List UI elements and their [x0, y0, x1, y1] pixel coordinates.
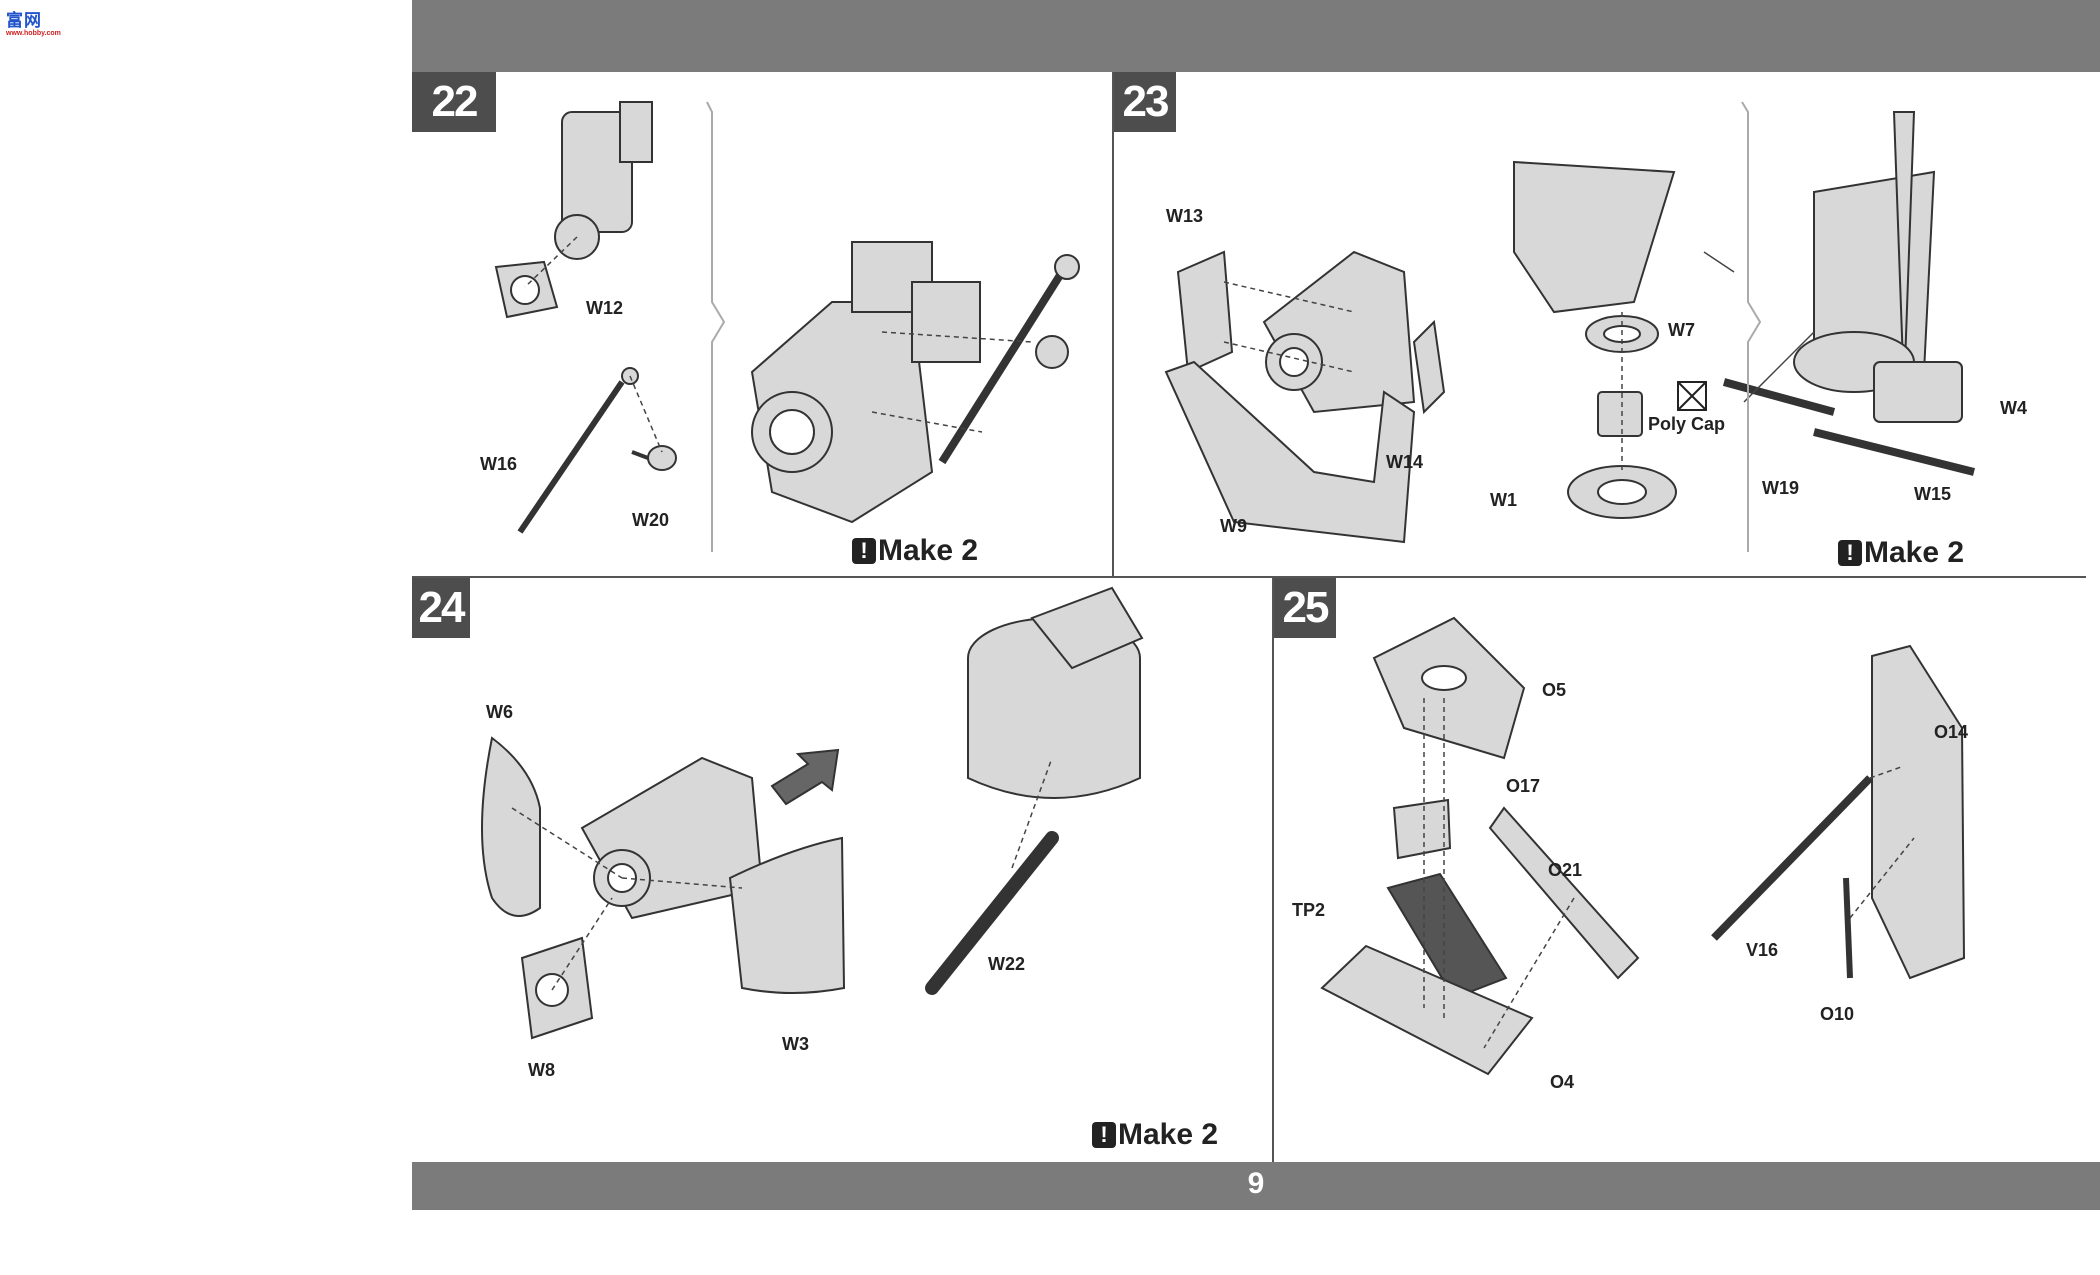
part-label-w15: W15 [1914, 484, 1952, 504]
make-note-text: Make 2 [878, 534, 979, 567]
step-24-panel: 24 W6 W8 W3 W22 !Make 2 [412, 578, 1272, 1162]
o14-plate [1871, 644, 1966, 980]
step-number-badge: 24 [412, 578, 470, 638]
breech-block [619, 101, 653, 163]
assembly-arrow [770, 748, 840, 806]
header-bar [412, 0, 2100, 72]
part-label-o10: O10 [1820, 1004, 1855, 1024]
part-label-w6: W6 [486, 702, 513, 722]
w3-shield [728, 836, 846, 994]
make-note: !Make 2 [1092, 1118, 1218, 1152]
sight-large [938, 269, 1066, 465]
w14-bracket [1412, 319, 1446, 415]
part-label-o14: O14 [1934, 722, 1969, 742]
step-number-badge: 22 [412, 72, 496, 132]
part-label-o21: O21 [1548, 860, 1583, 880]
part-label-v16: V16 [1746, 940, 1779, 960]
watermark-logo: 富网 www.hobby.com [6, 6, 72, 42]
watermark-text: 富网 [6, 11, 42, 30]
breech-side [911, 281, 981, 363]
part-label-tp2: TP2 [1292, 900, 1326, 920]
warning-icon: ! [1838, 540, 1862, 566]
w9-shield [1164, 360, 1416, 544]
part-label-w3: W3 [782, 1034, 809, 1054]
part-label-w7: W7 [1668, 320, 1695, 340]
make-note: !Make 2 [852, 534, 978, 568]
part-label-o4: O4 [1550, 1072, 1575, 1092]
w19-lever [1722, 378, 1836, 416]
poly-cap-icon [1677, 381, 1707, 411]
warning-icon: ! [852, 538, 876, 564]
cylinder-body [967, 658, 1141, 799]
step-22-illustration [494, 101, 1080, 552]
w6-shield [481, 736, 541, 917]
step-22-panel: 22 W12 W16 W20 !Make 2 [412, 72, 1112, 576]
step-24-illustration [481, 586, 1144, 1040]
make-note: !Make 2 [1838, 536, 1964, 570]
step-23-illustration [1164, 101, 1975, 552]
o4-plate [1320, 944, 1534, 1076]
divider [412, 576, 2086, 578]
part-label-o17: O17 [1506, 776, 1541, 796]
part-label-w14: W14 [1386, 452, 1424, 472]
step-number-badge: 25 [1274, 578, 1336, 638]
part-label-w4: W4 [2000, 398, 2027, 418]
center-assembly [1513, 160, 1676, 314]
w16-sight [517, 380, 625, 534]
o10-rod [1843, 877, 1853, 979]
part-label-w8: W8 [528, 1060, 555, 1080]
divider [1272, 578, 1274, 1162]
step-25-panel: 25 O5 O17 O21 TP2 O4 O14 V16 O10 [1274, 578, 2086, 1162]
tp2-mesh [1386, 872, 1508, 1000]
footer-bar: 9 [412, 1162, 2100, 1210]
divider [1112, 72, 1114, 578]
part-label-w19: W19 [1762, 478, 1800, 498]
w15-sight [1813, 428, 1975, 476]
part-label-w1: W1 [1490, 490, 1517, 510]
make-note-text: Make 2 [1864, 536, 1965, 569]
part-label-w20: W20 [632, 510, 670, 530]
step-23-panel: 23 W13 W14 W9 W7 Poly Cap W1 W4 W19 W15 … [1114, 72, 2086, 576]
warning-icon: ! [1092, 1122, 1116, 1148]
make-note-text: Make 2 [1118, 1118, 1219, 1151]
part-label-w13: W13 [1166, 206, 1204, 226]
watermark-url: www.hobby.com [6, 30, 61, 37]
v16-rod [1711, 775, 1873, 941]
part-label-w9: W9 [1220, 516, 1247, 536]
w4-plate [1873, 361, 1963, 423]
o17-plate [1392, 798, 1452, 860]
poly-cap [1597, 391, 1643, 437]
part-label-poly-cap: Poly Cap [1648, 414, 1726, 434]
part-label-w22: W22 [988, 954, 1026, 974]
cylinder-gun [1030, 586, 1144, 670]
w13-bracket [1176, 250, 1234, 374]
part-label-w12: W12 [586, 298, 624, 318]
part-label-w16: W16 [480, 454, 518, 474]
step-number-badge: 23 [1114, 72, 1176, 132]
o21-strip [1488, 806, 1640, 980]
right-fin [1892, 111, 1916, 393]
page-number: 9 [1247, 1167, 1265, 1200]
part-label-o5: O5 [1542, 680, 1567, 700]
step-25-illustration [1320, 616, 1966, 1076]
w20-knob [647, 445, 677, 471]
w22-barrel [925, 831, 1059, 995]
